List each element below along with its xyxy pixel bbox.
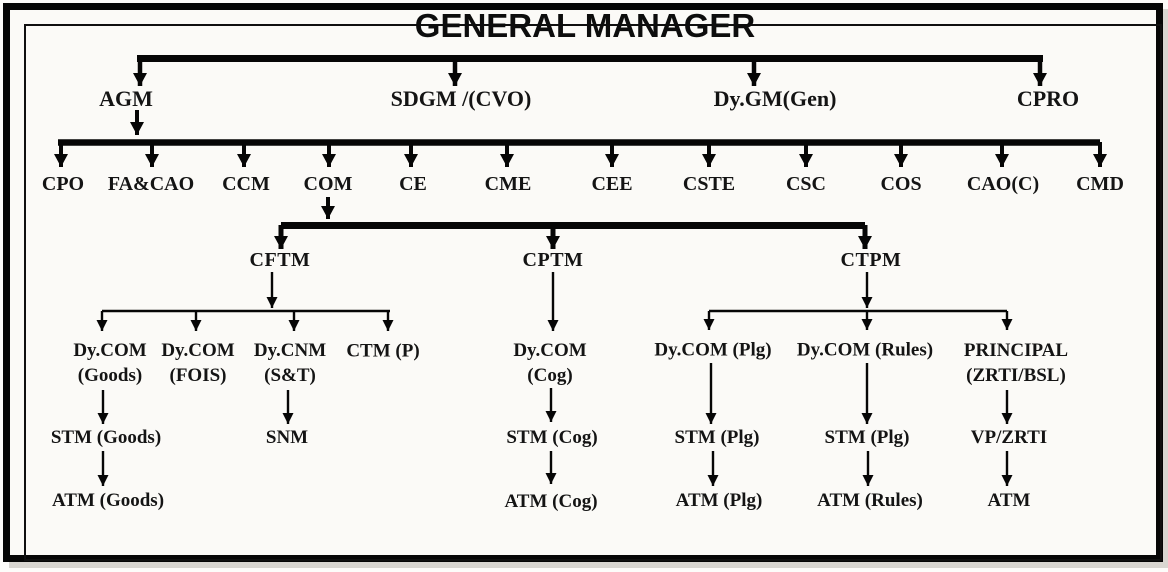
node-sdgm-cvo: SDGM /(CVO) <box>390 86 532 112</box>
node-snm: SNM <box>265 426 309 448</box>
node-cftm: CFTM <box>249 249 311 272</box>
node-cptm: CPTM <box>522 249 584 272</box>
inner-frame <box>24 24 1162 561</box>
node-dycnm-st: Dy.CNM (S&T) <box>253 340 327 386</box>
node-cme: CME <box>484 173 532 196</box>
node-cste: CSTE <box>682 173 736 196</box>
node-com: COM <box>303 173 353 196</box>
node-atm-goods: ATM (Goods) <box>51 489 165 511</box>
outer-frame <box>3 3 1163 562</box>
org-chart-title: GENERAL MANAGER <box>414 7 756 44</box>
node-fa-cao: FA&CAO <box>107 173 195 196</box>
node-dycom-fois: Dy.COM (FOIS) <box>161 340 235 386</box>
node-cee: CEE <box>591 173 633 196</box>
node-cos: COS <box>880 173 922 196</box>
node-dygm-gen: Dy.GM(Gen) <box>713 86 837 112</box>
node-ctpm: CTPM <box>840 249 902 272</box>
node-cao-c: CAO(C) <box>966 173 1040 196</box>
connector-cftm-children <box>96 272 394 486</box>
node-ce: CE <box>399 173 427 196</box>
node-stm-cog: STM (Cog) <box>506 426 598 448</box>
node-agm: AGM <box>99 86 153 112</box>
node-dycom-cog: Dy.COM (Cog) <box>513 340 587 386</box>
node-dycom-goods: Dy.COM (Goods) <box>73 340 147 386</box>
node-dycom-rules: Dy.COM (Rules) <box>796 339 934 361</box>
connector-gm-tier2 <box>133 55 1047 86</box>
node-stm-plg-2: STM (Plg) <box>824 426 910 448</box>
connector-ctpm-children <box>703 272 1013 486</box>
node-principal-zrti: PRINCIPAL (ZRTI/BSL) <box>963 340 1069 386</box>
node-atm-rules: ATM (Rules) <box>817 489 923 511</box>
node-ccm: CCM <box>222 173 270 196</box>
connector-cptm-chain <box>545 272 559 484</box>
connector-agm-tier3 <box>54 110 1107 167</box>
node-cpro: CPRO <box>1016 86 1080 112</box>
node-cpo: CPO <box>41 173 85 196</box>
node-stm-goods: STM (Goods) <box>50 426 162 448</box>
node-vp-zrti: VP/ZRTI <box>970 426 1048 448</box>
connector-com-children <box>274 197 872 249</box>
node-atm-plg: ATM (Plg) <box>675 489 763 511</box>
node-atm: ATM <box>987 489 1031 511</box>
node-dycom-plg: Dy.COM (Plg) <box>654 339 772 361</box>
node-stm-plg-1: STM (Plg) <box>674 426 760 448</box>
node-atm-cog: ATM (Cog) <box>504 490 598 512</box>
node-ctm-p: CTM (P) <box>346 340 420 362</box>
node-cmd: CMD <box>1076 173 1124 196</box>
node-csc: CSC <box>785 173 827 196</box>
